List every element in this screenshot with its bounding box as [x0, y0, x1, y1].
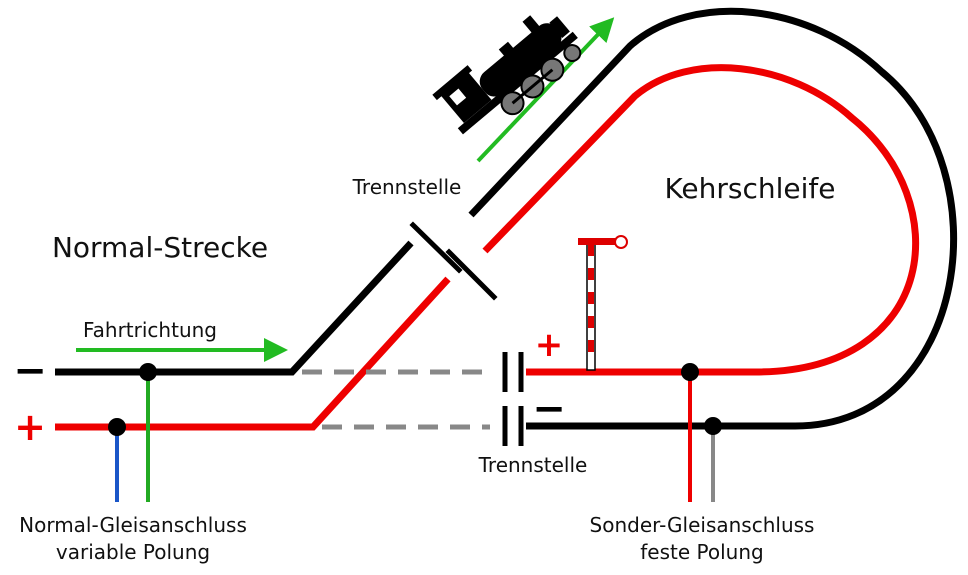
label-normal-connection-2: variable Polung [56, 540, 210, 564]
normal-rail-red [55, 276, 451, 431]
feeder-point-black-rail [139, 363, 157, 381]
loop-inner-rail-red [482, 64, 920, 376]
normal-rail-black [55, 240, 414, 376]
label-reversing-loop: Kehrschleife [664, 172, 835, 205]
isolation-gap-diagonal [409, 221, 498, 301]
semaphore-signal-icon [578, 235, 628, 371]
label-special-connection-2: feste Polung [640, 540, 763, 564]
feeder-point-loop-black [704, 417, 722, 435]
polarity-plus-loop: + [535, 325, 564, 365]
polarity-plus-left: + [14, 405, 46, 449]
label-normal-connection-1: Normal-Gleisanschluss [19, 513, 247, 537]
loop-outer-rail-black [468, 7, 958, 430]
feeder-point-red-rail [108, 418, 126, 436]
locomotive-icon [432, 15, 582, 135]
polarity-minus-left: − [13, 348, 47, 394]
label-normal-section: Normal-Strecke [52, 231, 268, 264]
label-special-connection-1: Sonder-Gleisanschluss [590, 513, 815, 537]
label-direction: Fahrtrichtung [83, 318, 217, 342]
feeder-point-loop-red [681, 363, 699, 381]
label-gap-top: Trennstelle [352, 175, 462, 199]
isolation-gap-straight [502, 352, 524, 446]
label-gap-bottom: Trennstelle [478, 453, 588, 477]
